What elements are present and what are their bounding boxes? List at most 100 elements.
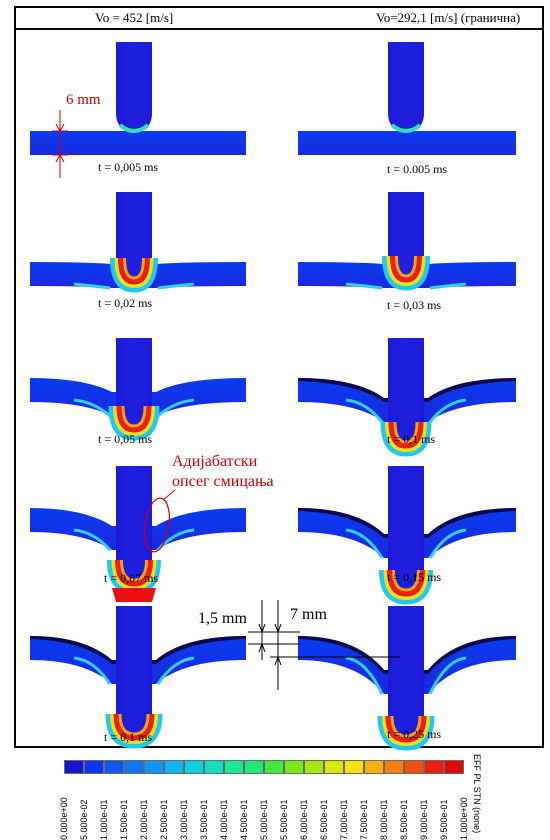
strain-ring <box>386 255 426 287</box>
colorbar-swatch <box>364 760 384 774</box>
colorbar-tick-label: 6.500e-01 <box>319 799 329 840</box>
thickness-annotation: 6 mm <box>66 92 101 108</box>
sim-panel <box>30 606 246 749</box>
colorbar-swatch <box>324 760 344 774</box>
strain-ring <box>110 257 158 293</box>
colorbar-tick-label: 9.500e-01 <box>439 799 449 840</box>
strain-band <box>428 528 467 559</box>
strain-band <box>345 282 383 290</box>
colorbar-tick-label: 5.000e-02 <box>79 799 89 840</box>
strain-ring <box>115 559 153 587</box>
colorbar-tick-label: 1.000e-01 <box>99 799 109 840</box>
arrow-head <box>258 623 266 634</box>
dimension-small-label: 1,5 mm <box>198 610 247 627</box>
target-plate <box>298 636 516 694</box>
left-velocity-label: Vo = 452 [m/s] <box>95 10 174 25</box>
strain-ring <box>116 405 152 433</box>
time-label: t = 0,07 ms <box>104 571 159 585</box>
colorbar-tick-label: 3.000e-01 <box>179 799 189 840</box>
projectile <box>116 466 152 586</box>
dimension-large-label: 7 mm <box>290 606 327 623</box>
projectile <box>388 338 424 448</box>
strain-band <box>73 656 112 685</box>
strain-ring <box>385 715 427 743</box>
colorbar-swatch <box>404 760 424 774</box>
strain-ring <box>395 255 417 278</box>
strain-band <box>428 398 467 423</box>
strain-band <box>157 398 195 418</box>
time-label: t = 0,05 ms <box>98 432 153 446</box>
strain-ring <box>388 421 424 449</box>
colorbar-tick-label: 0.000e+00 <box>59 797 69 840</box>
deformed-surface <box>298 378 516 402</box>
strain-ring <box>123 257 145 280</box>
strain-band <box>157 282 195 290</box>
strain-band <box>73 282 111 290</box>
arrow-head <box>55 153 65 163</box>
target-plate <box>298 508 516 558</box>
projectile <box>388 606 424 742</box>
projectile <box>116 606 152 740</box>
strain-band <box>345 528 384 559</box>
strain-ring <box>377 715 435 751</box>
sim-panel <box>30 338 246 441</box>
sim-panel <box>298 42 516 155</box>
strain-ring <box>383 569 429 601</box>
colorbar-swatch <box>184 760 204 774</box>
colorbar-swatch <box>344 760 364 774</box>
strain-ring <box>390 123 422 133</box>
sim-panel <box>298 606 516 751</box>
strain-ring <box>120 559 148 582</box>
strain-band <box>73 528 112 552</box>
colorbar-swatch <box>424 760 444 774</box>
strain-ring <box>114 257 154 289</box>
colorbar-tick-label: 7.500e-01 <box>359 799 369 840</box>
colorbar-tick-label: 4.500e-01 <box>239 799 249 840</box>
sim-panel <box>30 466 246 602</box>
sim-panel <box>30 192 246 293</box>
time-label: t = 0,1 ms <box>104 730 153 744</box>
strain-ring <box>113 405 155 437</box>
strain-ring <box>387 569 425 597</box>
colorbar-tick-label: 8.000e-01 <box>379 799 389 840</box>
strain-ring <box>110 713 158 745</box>
colorbar-title: EFF PL STN (none) <box>472 754 482 834</box>
shear-band-leader <box>162 489 176 501</box>
strain-ring <box>118 123 150 133</box>
colorbar-swatch <box>164 760 184 774</box>
projectile <box>388 42 424 131</box>
strain-ring <box>108 405 160 441</box>
strain-ring <box>105 713 163 749</box>
simulation-panels <box>30 42 516 751</box>
target-plate <box>30 131 246 155</box>
colorbar-swatch <box>284 760 304 774</box>
arrow-head <box>258 642 266 653</box>
colorbar-tick-label: 7.000e-01 <box>339 799 349 840</box>
deformed-surface <box>30 636 246 664</box>
projectile <box>388 466 424 596</box>
sim-panel <box>298 338 516 457</box>
colorbar-tick-label: 1.500e-01 <box>119 799 129 840</box>
deformed-surface <box>298 636 516 674</box>
strain-ring <box>390 255 422 283</box>
colorbar-swatch <box>224 760 244 774</box>
colorbar-swatch <box>444 760 464 774</box>
colorbar-swatch <box>104 760 124 774</box>
colorbar-swatch <box>84 760 104 774</box>
colorbar-tick-label: 8.500e-01 <box>399 799 409 840</box>
strain-band <box>428 656 467 695</box>
colorbar-tick-label: 1.000e+00 <box>459 797 469 840</box>
strain-ring <box>382 715 430 747</box>
time-label: t = 0,15 ms <box>387 570 442 584</box>
colorbar-swatch <box>64 760 84 774</box>
strain-ring <box>393 421 419 444</box>
target-plate <box>298 131 516 155</box>
strain-ring <box>379 569 433 605</box>
colorbar-tick-label: 6.000e-01 <box>299 799 309 840</box>
colorbar-swatch <box>204 760 224 774</box>
strain-ring <box>390 715 422 738</box>
strain-ring <box>118 713 150 736</box>
colorbar-tick-label: 2.500e-01 <box>159 799 169 840</box>
colorbar-tick-label: 2.000e-01 <box>139 799 149 840</box>
time-label: t = 0.005 ms <box>387 162 448 176</box>
